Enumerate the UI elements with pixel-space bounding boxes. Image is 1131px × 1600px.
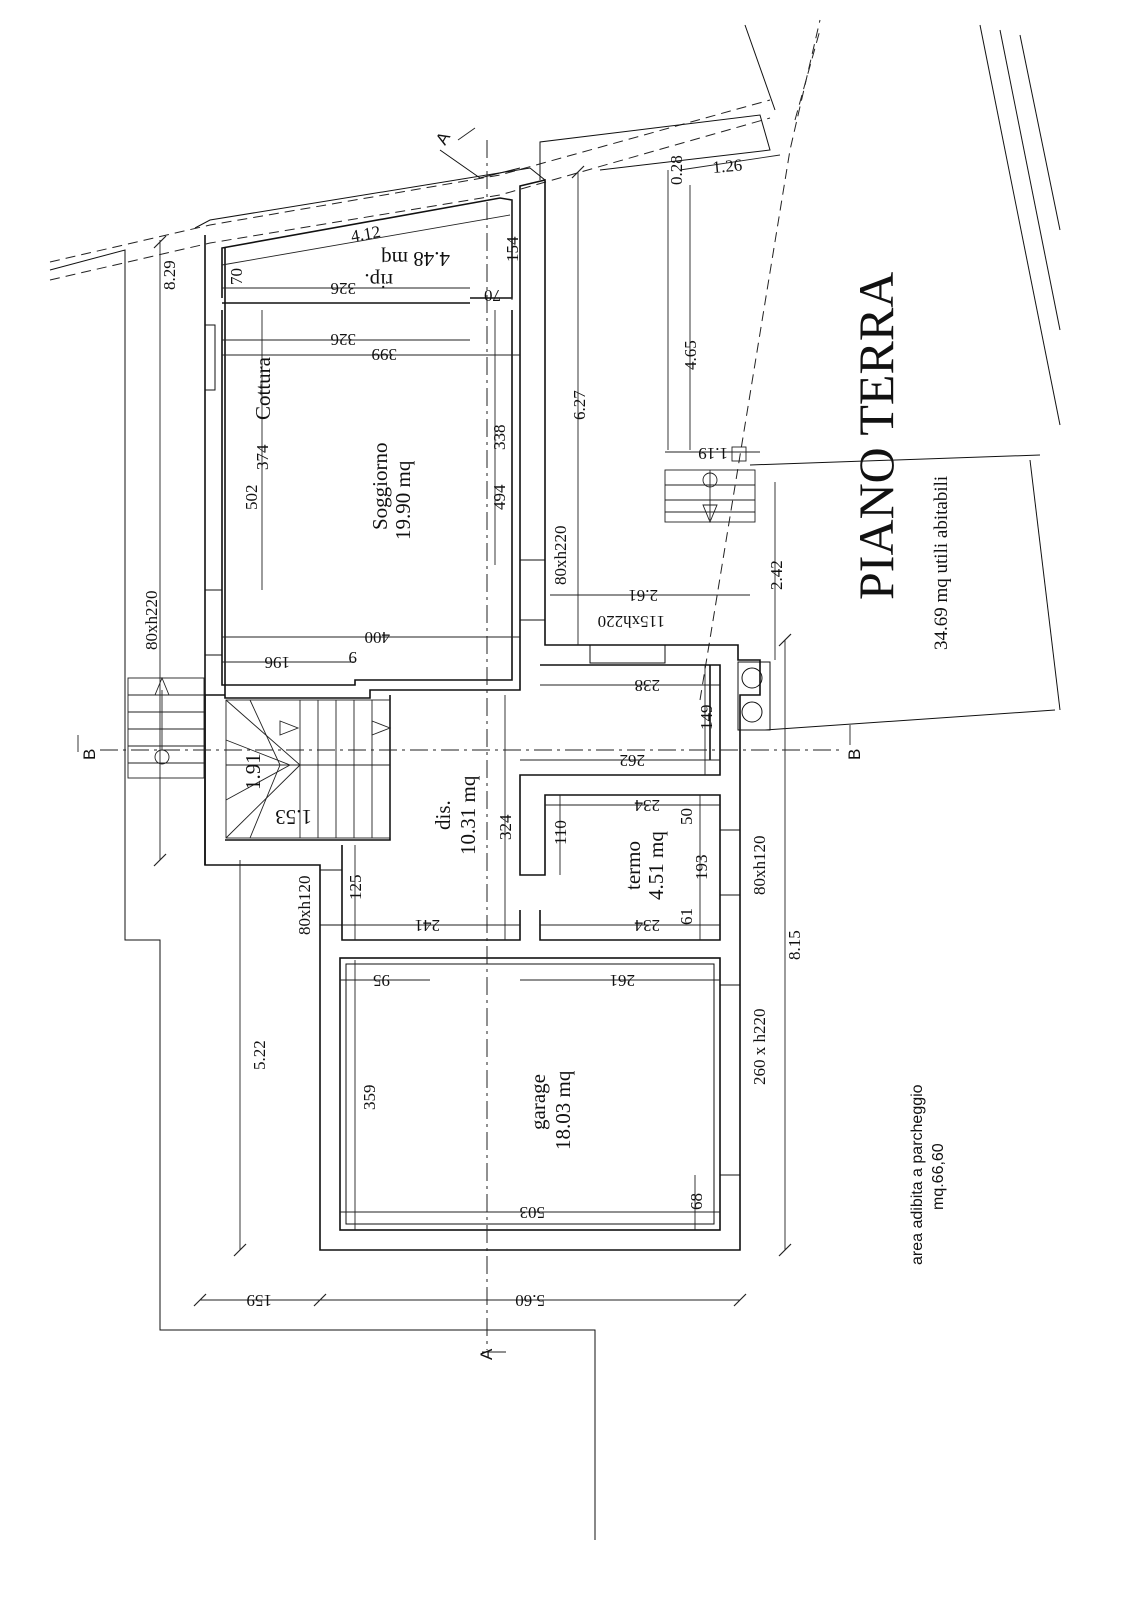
dim-560: 5.60 [515,1291,545,1310]
dim-70b: 70 [484,286,501,305]
rear-stair [664,446,756,524]
dim-815: 8.15 [785,930,804,960]
dim-400: 400 [365,628,391,647]
dim-110: 110 [551,820,570,845]
dim-241: 241 [415,916,441,935]
site-lines [49,19,1061,1540]
dim-70a: 70 [227,268,246,285]
section-mark-b-left: B [80,749,99,760]
opening-termo-window: 80xh120 [750,836,769,896]
dim-50: 50 [677,808,696,825]
room-dis-area: 10.31 mq [456,775,480,855]
dim-159: 159 [247,1291,273,1310]
room-garage-area: 18.03 mq [551,1070,575,1150]
plan-subtitle: 34.69 mq utili abitabili [931,476,952,650]
dim-9: 9 [349,648,358,667]
room-dis-name: dis. [431,800,455,830]
dim-234a: 234 [634,796,660,815]
dim-338: 338 [490,425,509,451]
dim-829: 8.29 [160,260,179,290]
dim-154: 154 [503,236,522,262]
room-termo-area: 4.51 mq [644,831,668,900]
section-axes [77,127,851,1353]
dim-627: 6.27 [570,390,589,420]
section-mark-a-top: A [432,128,454,148]
room-rip-area: 4.48 mq [381,247,450,271]
dim-61: 61 [677,908,696,925]
opening-garage-door: 260 x h220 [750,1009,769,1086]
dim-196: 196 [265,653,291,672]
dim-153: 1.53 [275,805,312,829]
room-cottura-name: Cottura [251,356,275,420]
dim-399: 399 [372,345,398,364]
section-mark-b-right: B [845,749,864,760]
entry-steps [127,676,205,779]
room-garage-name: garage [526,1074,550,1130]
dim-374: 374 [253,444,272,470]
dim-262: 262 [620,751,646,770]
dim-95: 95 [373,971,390,990]
room-rip-name: rip. [364,269,393,293]
building-walls [204,178,771,1251]
dim-028: 0.28 [667,155,686,185]
parking-note-line1: area adibita a parcheggio [909,1084,926,1265]
dimension-lines [153,154,792,1307]
dim-326b: 326 [331,330,357,349]
dim-261b: 261 [610,971,636,990]
room-termo-name: termo [621,841,645,890]
parking-note-line2: mq.66,60 [930,1143,947,1210]
opening-soggiorno-door: 80xh220 [551,526,570,586]
dim-193: 193 [692,855,711,881]
opening-dis-window: 80xh120 [295,876,314,936]
dim-502: 502 [242,485,261,511]
dim-238: 238 [635,676,661,695]
dim-126: 1.26 [712,155,743,177]
dim-119: 1.19 [698,444,728,463]
dim-149: 149 [697,705,716,731]
opening-dis-door: 115xh220 [598,612,665,631]
dim-522: 5.22 [250,1040,269,1070]
dim-465: 4.65 [681,340,700,370]
opening-left-entry: 80xh220 [142,591,161,651]
dim-261a: 2.61 [628,586,658,605]
dim-359: 359 [360,1085,379,1111]
dim-494: 494 [490,484,509,510]
dim-68: 68 [687,1193,706,1210]
dim-234b: 234 [634,916,660,935]
dim-242: 2.42 [767,560,786,590]
dim-125: 125 [346,875,365,901]
section-mark-a-bottom: A [477,1348,496,1360]
dim-412: 4.12 [349,222,382,246]
dim-324: 324 [496,814,515,840]
room-soggiorno-area: 19.90 mq [391,460,415,540]
dim-503: 503 [520,1203,546,1222]
room-soggiorno-name: Soggiorno [368,442,392,530]
dim-191: 1.91 [241,753,265,790]
interior-stair [225,699,392,839]
plan-title: PIANO TERRA [848,272,904,600]
dim-326a: 326 [331,279,357,298]
